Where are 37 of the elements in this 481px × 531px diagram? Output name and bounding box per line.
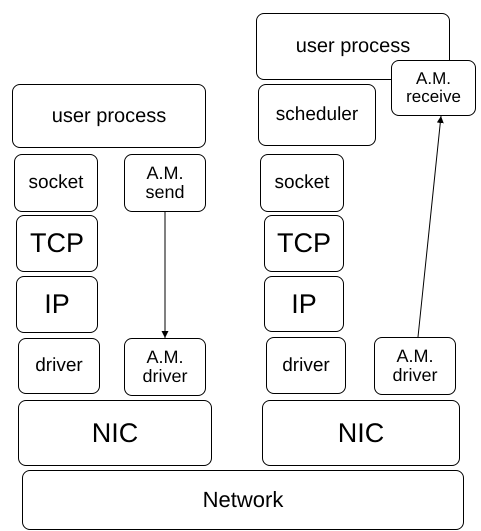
layer-box (16, 215, 98, 272)
arrow (162, 212, 168, 338)
network-box (22, 470, 464, 530)
layer-label: driver (35, 356, 83, 376)
layer-box (124, 338, 206, 396)
layer-box (124, 154, 206, 212)
layer-label: TCP (277, 229, 331, 258)
layer-box (374, 337, 456, 395)
layer-box (16, 276, 98, 333)
layer-label: socket (274, 173, 330, 193)
layer-label: A.M. send (144, 164, 186, 202)
layer-label: A.M. driver (391, 347, 438, 385)
layer-label: socket (28, 173, 84, 193)
layer-label: Network (202, 488, 284, 512)
layer-label: A.M. receive (405, 70, 462, 106)
layer-box (264, 215, 344, 272)
layer-box (264, 276, 344, 332)
layer-label: user process (52, 106, 166, 126)
layer-box (391, 60, 476, 116)
layer-label: driver (282, 356, 330, 376)
layer-label: TCP (30, 229, 84, 258)
layer-label: scheduler (276, 105, 358, 125)
layer-label: user process (296, 36, 410, 57)
layer-box (260, 154, 344, 212)
layer-label: A.M. driver (141, 348, 188, 386)
layer-box (18, 400, 212, 466)
layer-label: NIC (92, 418, 138, 448)
layer-box (14, 154, 98, 212)
layer-box (258, 84, 376, 146)
layer-box (266, 337, 346, 394)
layer-box (12, 84, 206, 148)
layer-box (18, 338, 100, 394)
arrow (418, 116, 444, 338)
layer-box (262, 400, 460, 466)
layer-label: IP (44, 290, 70, 319)
layer-label: IP (291, 290, 317, 318)
layer-label: NIC (338, 418, 384, 448)
